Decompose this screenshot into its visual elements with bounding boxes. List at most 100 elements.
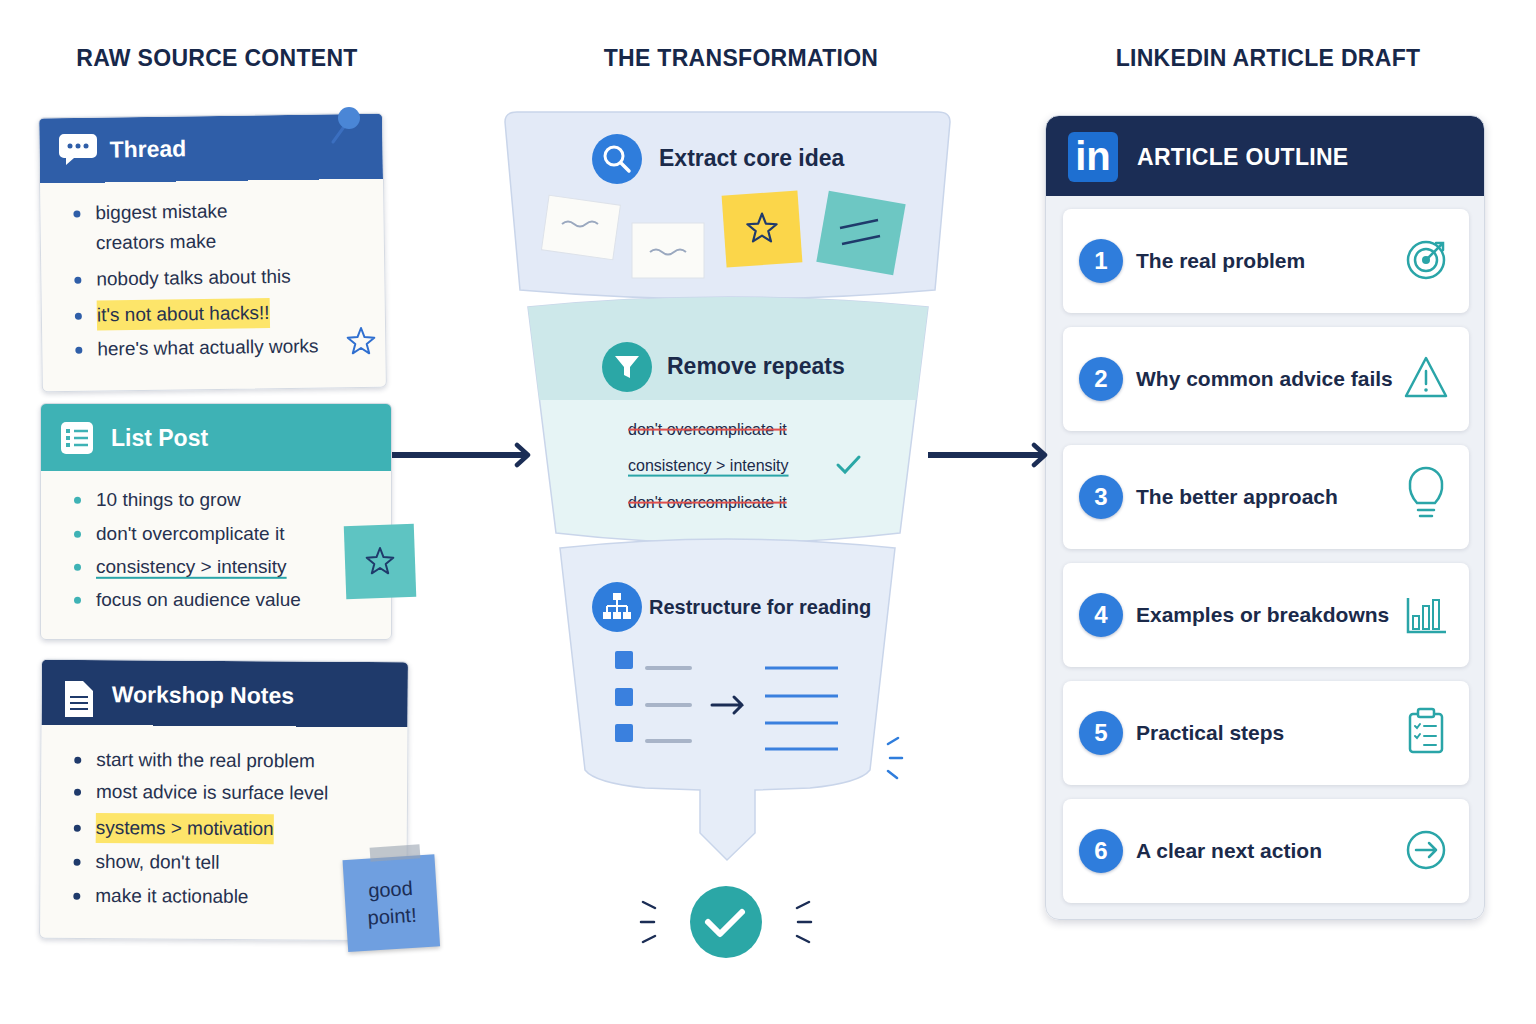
sticky-doodle (344, 524, 417, 599)
list-icon (66, 436, 70, 440)
done-check (708, 912, 742, 934)
bullet-text: start with the real problem (96, 745, 315, 777)
stage-line: consistency > intensity (628, 456, 789, 477)
chart-icon (1408, 598, 1446, 632)
bullet-text: show, don't tell (95, 847, 219, 878)
step-number: 5 (1079, 711, 1123, 755)
note-card: Workshop Notes start with the real proble… (39, 659, 409, 942)
clipboard-icon (1415, 724, 1436, 745)
search-icon (621, 163, 629, 171)
list-icon (61, 422, 93, 454)
search-icon (592, 134, 642, 184)
layout-doodle (615, 724, 633, 742)
step-title: The real problem (1136, 247, 1305, 274)
step-title: A clear next action (1136, 837, 1322, 864)
chart-icon (1413, 616, 1419, 629)
card-heading: Workshop Notes (112, 680, 295, 711)
funnel-stage: Extract core idea (505, 112, 950, 302)
clipboard-icon (1410, 714, 1442, 752)
stage-line: don't overcomplicate it (628, 420, 787, 441)
star-doodle (747, 214, 776, 242)
funnel-stage: Remove repeatsdon't overcomplicate itcon… (528, 295, 928, 547)
step-number: 3 (1079, 475, 1123, 519)
hierarchy-icon (623, 612, 631, 619)
step-number: 2 (1079, 357, 1123, 401)
card-heading: Thread (109, 134, 186, 165)
hierarchy-icon (592, 582, 642, 632)
outline-item: 4 Examples or breakdowns (1063, 563, 1469, 667)
layout-doodle (647, 666, 690, 670)
step-number: 1 (1079, 239, 1123, 283)
tape (370, 844, 421, 861)
layout-doodle (647, 739, 690, 743)
list-icon (74, 437, 88, 440)
list-icon (74, 430, 88, 433)
sticky-text: good point! (350, 874, 433, 933)
note-doodle (722, 190, 803, 267)
outline-item: 6A clear next action (1063, 799, 1469, 903)
bullet-text: focus on audience value (96, 585, 301, 615)
stage-heading: Restructure for reading (649, 594, 871, 620)
card-heading: List Post (111, 424, 208, 454)
stage-heading: Extract core idea (659, 144, 844, 174)
chart-icon (1433, 600, 1439, 629)
note-doodle (541, 195, 620, 259)
warning-icon (1424, 388, 1428, 392)
step-title: Why common advice fails (1136, 365, 1393, 392)
funnel-shape (505, 112, 950, 302)
filter-icon (602, 342, 652, 392)
outline-item: 5 Practical steps (1063, 681, 1469, 785)
funnel-shape (560, 539, 895, 860)
note-card: List Post10 things to growdon't overcomp… (40, 403, 392, 640)
bullet-text: make it actionable (95, 881, 248, 912)
column-heading: THE TRANSFORMATION (604, 45, 879, 72)
funnel-stage: Restructure for reading (560, 538, 895, 863)
target-icon (1408, 242, 1444, 278)
note-card: Threadbiggest mistake creators makenobod… (38, 113, 387, 393)
star-doodle (348, 328, 375, 353)
step-title: The better approach (1136, 483, 1338, 510)
step-title: Practical steps (1136, 719, 1284, 746)
target-icon (1415, 249, 1437, 271)
sparkle (641, 902, 811, 942)
chat-icon (59, 134, 97, 165)
list-icon (66, 429, 70, 433)
doc-icon (65, 681, 93, 717)
bullet-text: biggest mistake creators make (95, 196, 246, 259)
layout-doodle (647, 703, 690, 707)
list-icon (66, 443, 70, 447)
layout-doodle (712, 697, 742, 713)
note-doodle (842, 236, 880, 244)
funnel-shape (528, 297, 928, 543)
chart-icon (1423, 606, 1429, 629)
bullet-text: most advice is surface level (96, 777, 329, 809)
column-heading: RAW SOURCE CONTENT (76, 45, 357, 72)
layout-doodle (765, 722, 838, 725)
list-icon (74, 444, 88, 447)
funnel-shape (560, 538, 895, 863)
layout-doodle (765, 695, 838, 698)
note-doodle (632, 223, 704, 278)
layout-doodle (765, 667, 838, 670)
check-mark (838, 457, 859, 472)
hierarchy-icon (603, 612, 611, 619)
pushpin (338, 107, 360, 129)
step-title: Examples or breakdowns (1136, 601, 1389, 628)
funnel-band (528, 297, 928, 400)
chat-icon (76, 144, 81, 149)
pushpin (333, 124, 346, 142)
funnel-shape (505, 112, 950, 299)
hierarchy-icon (613, 593, 621, 600)
done-check (690, 886, 762, 958)
step-number: 4 (1079, 593, 1123, 637)
note-doodle (816, 191, 905, 275)
clipboard-icon (1418, 709, 1434, 717)
warning-icon (1425, 371, 1428, 384)
outline-item: 3 The better approach (1063, 445, 1469, 549)
target-icon (1426, 243, 1443, 260)
chat-icon (68, 144, 73, 149)
column-heading: LINKEDIN ARTICLE DRAFT (1116, 45, 1421, 72)
bullet-text: it's not about hacks!! (97, 298, 270, 331)
doc-icon (70, 696, 88, 698)
